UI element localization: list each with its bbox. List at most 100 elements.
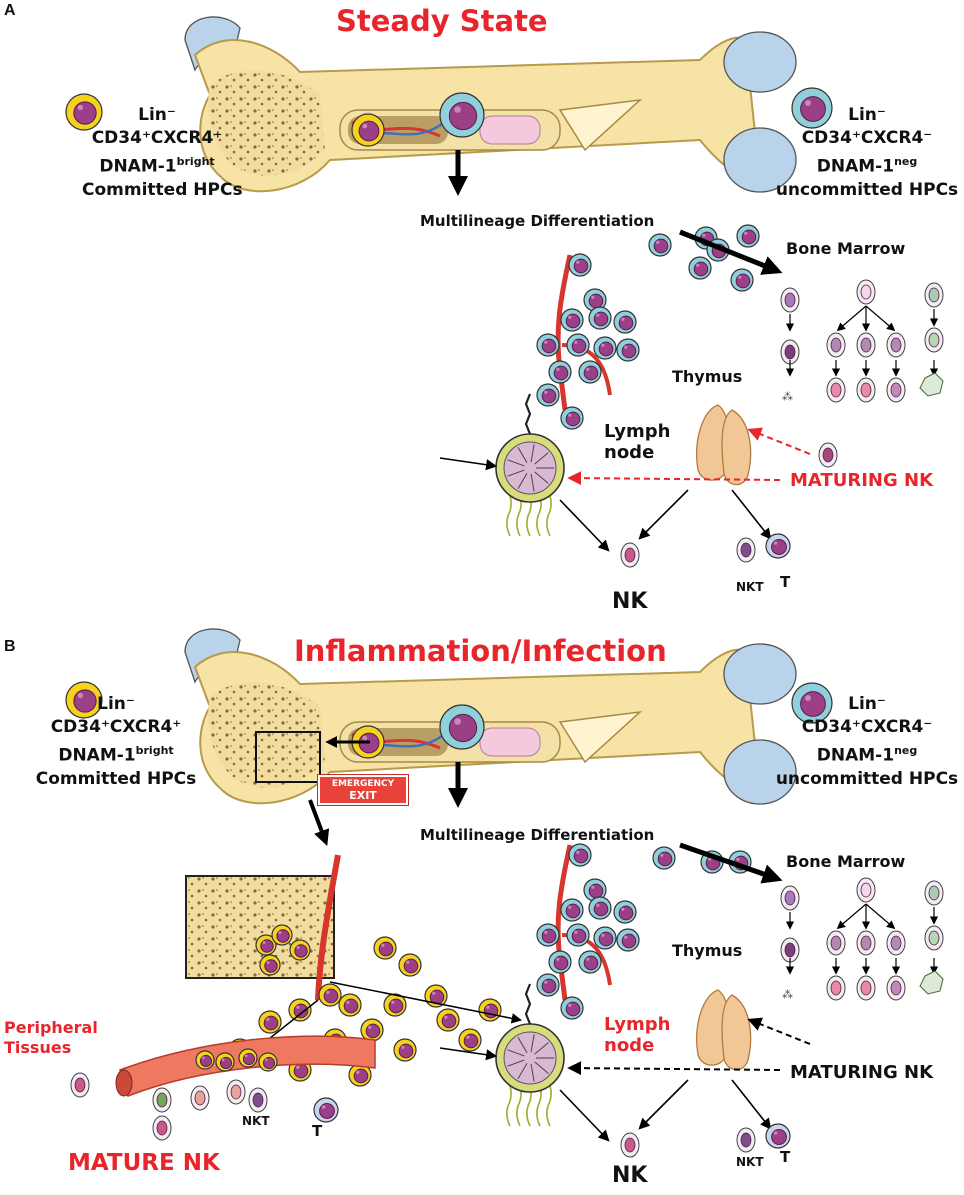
platelets-glyph: ⁂ — [782, 390, 793, 403]
marrow-pink — [479, 115, 541, 145]
tissue-cell — [226, 1079, 246, 1105]
cartilage-right-top — [723, 31, 797, 93]
maturing-nk-path — [567, 1061, 781, 1076]
mature-nk-cell — [70, 1072, 90, 1098]
committed-hpc-cell — [289, 939, 311, 961]
lymph-to-nk-arrow — [559, 499, 610, 552]
panel-a-uncommitted-hpc-label: Lin⁻ CD34⁺CXCR4⁻ DNAM-1neg uncommitted H… — [772, 104, 962, 202]
panel-b-title: Inflammation/Infection — [294, 634, 667, 668]
uncommitted-hpc-cell — [560, 996, 584, 1020]
mature-cell — [826, 975, 846, 1001]
thymus-lobe-right — [721, 994, 752, 1071]
cartilage-right-top — [723, 643, 797, 705]
lymph-vessel — [546, 1085, 552, 1127]
t-cell — [765, 1123, 791, 1149]
lymph-node-septum — [530, 1034, 535, 1053]
precursor-cell — [826, 930, 846, 956]
precursor-cell — [924, 925, 944, 951]
mature-cell — [856, 975, 876, 1001]
uncommitted-hpc-cell — [536, 973, 560, 997]
peripheral-t-label: T — [312, 1122, 323, 1140]
peripheral-t-cell — [313, 1097, 339, 1123]
uncommitted-hpc-legend-cell — [791, 87, 833, 129]
migrating-committed-hpc — [436, 1008, 460, 1032]
uncommitted-hpc-cell — [583, 288, 607, 312]
migrating-committed-hpc — [393, 1038, 417, 1062]
panel-a-nkt-label: NKT — [736, 580, 764, 594]
lymph-node-septum — [517, 1062, 528, 1080]
precursor-cell — [886, 930, 906, 956]
lymph-node-septum — [534, 1061, 549, 1074]
precursor-cell — [826, 332, 846, 358]
panel-b-uncommitted-hpc-label: Lin⁻ CD34⁺CXCR4⁻ DNAM-1neg uncommitted H… — [775, 694, 959, 789]
blood-vessel — [555, 254, 573, 411]
lymph-node-septum — [517, 472, 528, 490]
lymph-vessel — [516, 495, 522, 537]
bone-marrow-arrow — [679, 229, 783, 275]
vessel-cell — [238, 1048, 258, 1068]
uncommitted-hpc-cell — [588, 896, 612, 920]
lymph-vessel — [506, 495, 512, 537]
maturing-nk-path — [567, 471, 781, 486]
uncommitted-hpc-cell — [613, 900, 637, 924]
progenitor-cell — [780, 287, 800, 313]
lineage-arrow — [836, 903, 867, 930]
mature-nk-cell — [152, 1115, 172, 1141]
panel-a-title: Steady State — [336, 4, 548, 38]
panel-a-maturing-nk-label: MATURING NK — [790, 470, 934, 491]
panel-b-multilineage-label: Multilineage Differentiation — [420, 826, 655, 844]
lymph-chain — [524, 393, 532, 435]
bone-marrow-lineages: ⁂ — [780, 279, 944, 403]
panel-b-nkt-label: NKT — [736, 1155, 764, 1169]
migrating-committed-hpc — [478, 998, 502, 1022]
vessel-cell — [215, 1052, 235, 1072]
uncommitted-hpc-cell — [560, 898, 584, 922]
thymus — [696, 404, 752, 486]
uncommitted-hpc-cell — [536, 923, 560, 947]
macrophage-cell — [919, 970, 944, 995]
t-cell — [765, 533, 791, 559]
committed-hpc-legend-cell — [65, 681, 103, 719]
input-arrow — [439, 1047, 498, 1061]
progenitor-cell — [856, 279, 876, 305]
panel-b-letter: B — [4, 638, 16, 655]
cut-wedge — [558, 98, 643, 152]
platelets-glyph: ⁂ — [782, 988, 793, 1001]
committed-hpc-cell — [259, 954, 281, 976]
committed-hpc-in-bone — [351, 113, 385, 147]
precursor-cell — [856, 930, 876, 956]
multilineage-cell — [652, 846, 676, 870]
progenitor-cell — [924, 880, 944, 906]
uncommitted-hpc-cell — [548, 950, 572, 974]
mature-cell — [886, 975, 906, 1001]
panel-b-thymus-label: Thymus — [672, 941, 743, 960]
uncommitted-hpc-cell — [578, 950, 602, 974]
uncommitted-hpc-cell — [560, 406, 584, 430]
mature-nk-label: MATURE NK — [68, 1150, 220, 1176]
panel-a-art: ⁂ — [65, 16, 944, 568]
inset-vessel — [315, 854, 341, 1001]
maturing-nk-to-thymus — [747, 427, 811, 455]
committed-dnam: DNAM-1bright — [99, 155, 215, 177]
panel-a-letter: A — [4, 2, 16, 19]
uncommitted-hpc-legend-cell — [791, 682, 833, 724]
uncommitted-lin: Lin⁻ — [848, 105, 886, 125]
lymph-vessel — [536, 495, 542, 537]
uncommitted-hpc-cell — [578, 360, 602, 384]
uncommitted-hpc-in-bone — [439, 704, 485, 750]
uncommitted-hpc-cell — [566, 923, 590, 947]
migrating-committed-hpc — [398, 953, 422, 977]
lymph-vessel — [506, 1085, 512, 1127]
tissue-cell — [190, 1085, 210, 1111]
mature-nk-cell — [152, 1087, 172, 1113]
panel-b-bone-marrow-label: Bone Marrow — [786, 852, 906, 871]
cartilage-right-bottom — [723, 739, 797, 805]
input-arrow — [439, 457, 498, 471]
cut-wedge — [558, 710, 643, 764]
lymph-node-septum — [534, 471, 549, 484]
migrating-committed-hpc — [458, 1028, 482, 1052]
uncommitted-hpc-cell — [593, 336, 617, 360]
